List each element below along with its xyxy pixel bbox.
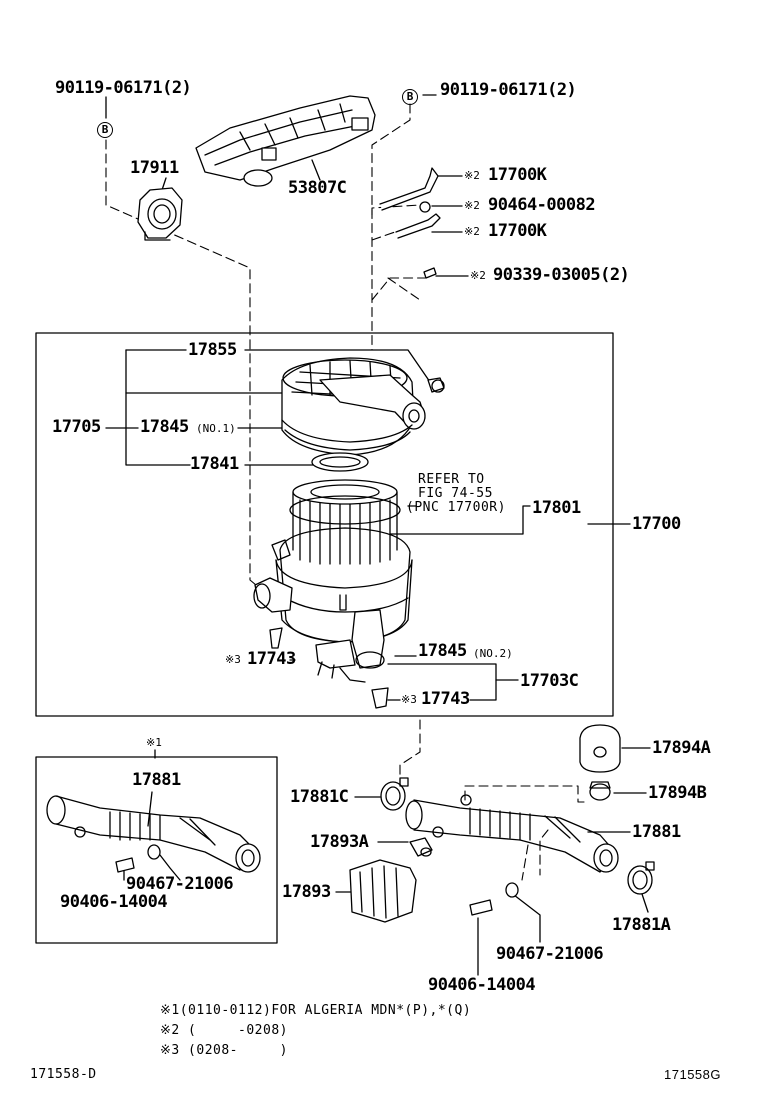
inlet-duct-53807c <box>195 95 376 187</box>
refer-line-2: FIG 74-55 <box>418 486 493 501</box>
clip-17893a <box>409 837 433 857</box>
marker-m1: ※1 <box>146 736 162 749</box>
marker-m2-b: ※2 <box>464 199 480 212</box>
part-17911 <box>137 187 183 241</box>
marker-m3-a: ※3 <box>225 653 241 666</box>
part-17894b <box>589 781 611 801</box>
label-90467-main: 90467-21006 <box>496 944 604 964</box>
label-90406-option: 90406-14004 <box>60 892 168 912</box>
label-17700k-a: 17700K <box>488 165 547 185</box>
clamp-17881a <box>627 861 655 895</box>
label-17700: 17700 <box>632 514 681 534</box>
bolt-90406 <box>469 899 493 916</box>
marker-b-left-text: B <box>97 122 113 138</box>
label-17705: 17705 <box>52 417 101 437</box>
note-m3: ※3 (0208- ) <box>160 1043 288 1058</box>
label-17801: 17801 <box>532 498 581 518</box>
label-17881a: 17881A <box>612 915 671 935</box>
note-m2: ※2 ( -0208) <box>160 1023 288 1038</box>
label-90339: 90339-03005(2) <box>493 265 630 285</box>
label-17881-option: 17881 <box>132 770 181 790</box>
gasket-17841 <box>311 452 369 472</box>
label-90467-option: 90467-21006 <box>126 874 234 894</box>
option-box-m1 <box>35 756 278 944</box>
air-cleaner-case-17801 <box>271 527 413 643</box>
label-90464: 90464-00082 <box>488 195 596 215</box>
hose-17881-main <box>405 794 619 873</box>
cover-17893 <box>349 859 417 923</box>
label-90119-right: 90119-06171(2) <box>440 80 577 100</box>
marker-b-right-text: B <box>402 89 418 105</box>
note-m1: ※1(0110-0112)FOR ALGERIA MDN*(P),*(Q) <box>160 1003 472 1018</box>
clamp-17881c <box>380 777 409 811</box>
label-17894b: 17894B <box>648 783 707 803</box>
label-17893a: 17893A <box>310 832 369 852</box>
footer-left-code: 171558-D <box>30 1067 97 1082</box>
label-17881c: 17881C <box>290 787 349 807</box>
air-cleaner-cap-17705 <box>281 357 445 456</box>
footer-right-code: 171558G <box>664 1067 721 1082</box>
marker-m2-d: ※2 <box>470 269 486 282</box>
label-17841: 17841 <box>190 454 239 474</box>
clip-90467 <box>505 882 519 898</box>
label-90406-main: 90406-14004 <box>428 975 536 995</box>
bracket-17703c <box>315 609 385 683</box>
label-no2: (NO.2) <box>473 647 513 660</box>
refer-line-1: REFER TO <box>418 472 485 487</box>
marker-b-right: B <box>402 87 418 105</box>
hose-17700k <box>379 167 441 279</box>
label-17911: 17911 <box>130 158 179 178</box>
marker-m2-c: ※2 <box>464 225 480 238</box>
label-17743-a: 17743 <box>247 649 296 669</box>
label-17893: 17893 <box>282 882 331 902</box>
marker-m3-b: ※3 <box>401 693 417 706</box>
refer-line-3: (PNC 17700R) <box>406 500 506 515</box>
valve-17743 <box>269 627 389 709</box>
label-17845-no2: 17845 <box>418 641 467 661</box>
label-90119-left: 90119-06171(2) <box>55 78 192 98</box>
hose-17881-option <box>46 795 261 873</box>
label-17894a: 17894A <box>652 738 711 758</box>
label-17855: 17855 <box>188 340 237 360</box>
label-17845-no1: 17845 <box>140 417 189 437</box>
label-17743-b: 17743 <box>421 689 470 709</box>
label-no1: (NO.1) <box>196 422 236 435</box>
label-17700k-b: 17700K <box>488 221 547 241</box>
outlet-pipe <box>253 577 293 613</box>
marker-m2-a: ※2 <box>464 169 480 182</box>
label-17703c: 17703C <box>520 671 579 691</box>
label-17881-main: 17881 <box>632 822 681 842</box>
marker-b-left: B <box>97 120 113 138</box>
label-53807c: 53807C <box>288 178 347 198</box>
part-17894a <box>579 724 621 773</box>
